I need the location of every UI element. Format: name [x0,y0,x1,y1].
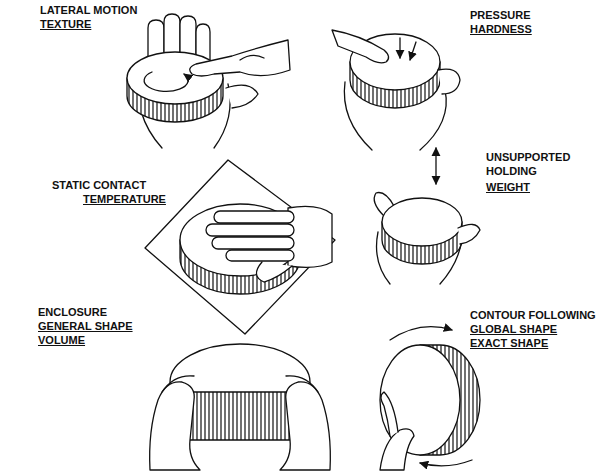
procedure-label: PRESSURE [470,8,531,22]
object-top [127,52,223,104]
procedure-label: LATERAL MOTION [40,3,137,17]
label-slot: GLOBAL SHAPE [470,322,557,336]
property-label: VOLUME [38,333,85,347]
property-label: WEIGHT [486,180,530,194]
left-hand [150,382,200,470]
label-slot: PRESSURE [470,8,531,22]
label-slot: ENCLOSURE [38,305,107,319]
label-slot: GENERAL SHAPE [38,319,133,333]
tracing-finger [381,392,398,436]
label-slot: HARDNESS [470,22,532,36]
finger [214,211,294,223]
finger [162,376,194,392]
property-label: TEMPERATURE [83,192,166,206]
procedure-label: UNSUPPORTED HOLDING [486,150,578,178]
procedure-label: STATIC CONTACT [52,178,146,192]
finger [212,237,294,249]
finger [206,224,294,236]
surface-plane [145,160,335,334]
property-label: GENERAL SHAPE [38,319,133,333]
property-label: TEXTURE [40,17,91,31]
motion-arrow [390,327,452,340]
knuckle [240,55,264,60]
object-top [382,198,462,246]
property-label: GLOBAL SHAPE [470,322,557,336]
enclosure-figure [150,344,331,470]
static-contact-figure [145,160,335,334]
rubbing-hand [190,40,290,76]
thumb [256,262,292,282]
label-slot: WEIGHT [486,180,530,194]
motion-arrow [144,72,188,91]
finger [226,250,294,261]
property-label: EXACT SHAPE [470,336,548,350]
lateral-motion-figure [127,14,290,148]
pressing-thumb [332,30,389,63]
finger [286,376,318,392]
label-slot: TEXTURE [40,17,91,31]
label-slot: UNSUPPORTED HOLDING [486,150,578,178]
label-slot: VOLUME [38,333,85,347]
weight-arrow [435,148,436,184]
label-slot: CONTOUR FOLLOWING [470,308,596,322]
label-slot: LATERAL MOTION [40,3,137,17]
back-of-hand [288,206,332,267]
unsupported-holding-figure [374,148,480,284]
property-label: HARDNESS [470,22,532,36]
pressure-arrow [399,38,400,58]
thumb [226,85,258,108]
label-slot: STATIC CONTACT [52,178,146,192]
hand [380,429,414,470]
procedure-label: CONTOUR FOLLOWING [470,308,596,322]
label-slot: EXACT SHAPE [470,336,548,350]
right-hand [280,382,330,470]
pressure-arrow [410,42,416,60]
pressure-figure [332,30,460,150]
label-slot: TEMPERATURE [83,192,166,206]
motion-arrow [420,460,472,466]
finger [438,69,460,94]
contour-following-figure [380,327,480,470]
thumb [458,224,480,244]
procedure-label: ENCLOSURE [38,305,107,319]
